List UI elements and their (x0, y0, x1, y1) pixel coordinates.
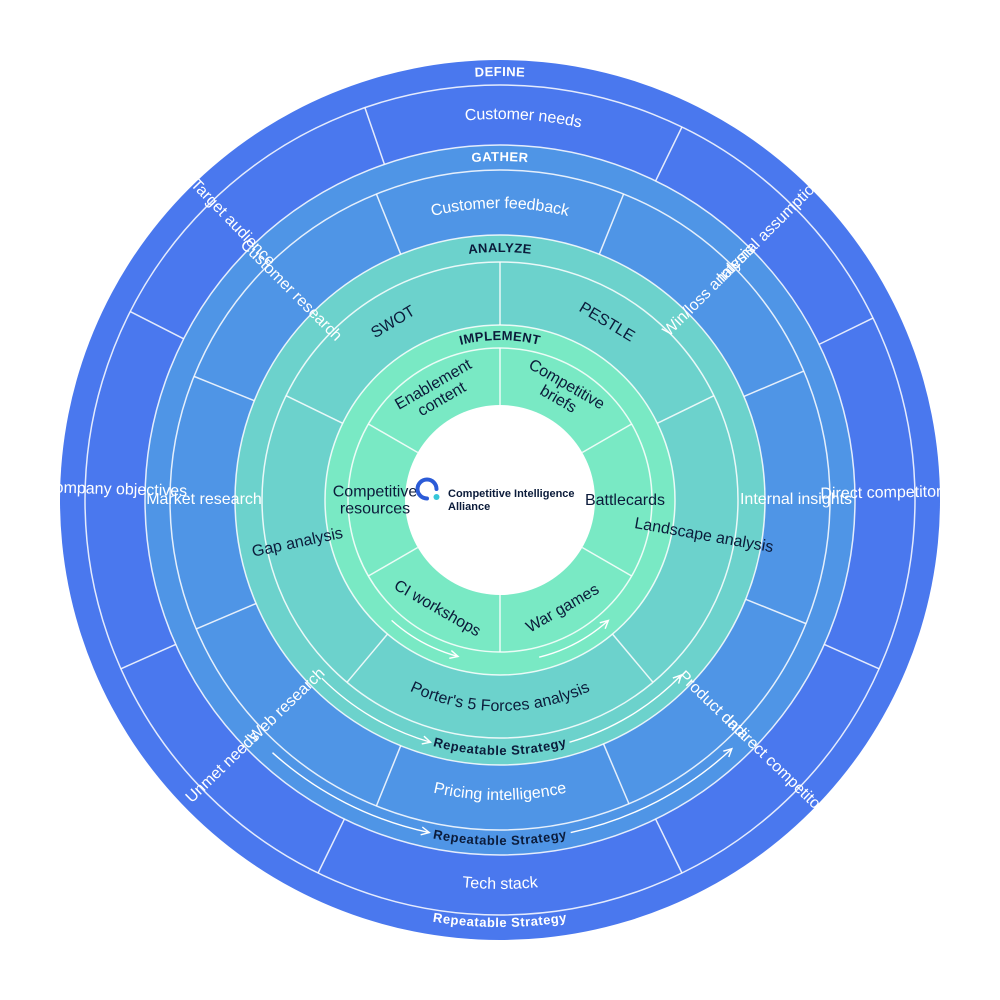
ring-border (144, 144, 856, 856)
logo: Competitive Intelligence Alliance (415, 477, 575, 513)
ring-border (84, 84, 916, 916)
gather-divider (745, 598, 807, 625)
define-divider (654, 126, 683, 182)
define-segment-company-objectives: Company objectives (43, 479, 187, 500)
center-circle (405, 405, 595, 595)
implement-arrow-left-head (449, 650, 460, 659)
implement-divider (581, 423, 633, 454)
implement-arrow-left (391, 619, 459, 658)
logo-text-line1: Competitive Intelligence (448, 488, 575, 500)
rings-layer (60, 60, 940, 940)
gather-divider (195, 602, 257, 630)
analyze-divider (346, 633, 389, 683)
gather-arrow-right-head (723, 747, 734, 758)
gather-arrow-left-head (420, 826, 431, 836)
analyze-divider (656, 394, 715, 424)
analyze-arrow-right-head (672, 673, 683, 684)
implement-arrow-right-head (599, 619, 610, 629)
gather-divider (193, 375, 255, 402)
define-divider (129, 310, 185, 340)
ci-alliance-logo-icon (415, 477, 440, 501)
implement-divider (367, 423, 419, 454)
segment-label-line: Battlecards (585, 492, 665, 509)
gather-segment-market-research: Market research (146, 491, 262, 508)
define-divider (364, 107, 386, 165)
define-divider (824, 643, 880, 670)
analyze-arrow-left (321, 677, 431, 743)
analyze-title: ANALYZE (467, 240, 532, 257)
define-title: DEFINE (474, 64, 525, 80)
gather-divider (375, 745, 402, 807)
gather-divider (598, 193, 625, 255)
implement-divider (581, 546, 633, 577)
gather-divider (375, 193, 402, 255)
ring-border (169, 169, 831, 831)
define-segment-direct-competitors: Direct competitors (820, 483, 949, 502)
gather-footer: Repeatable Strategy (432, 827, 568, 848)
gather-title: GATHER (471, 149, 529, 165)
logo-text-line2: Alliance (448, 501, 490, 513)
implement-divider (367, 546, 419, 577)
analyze-divider (285, 394, 344, 424)
implement-arrow-right (539, 619, 609, 658)
analyze-divider (611, 633, 654, 683)
define-segment-tech-stack: Tech stack (462, 874, 540, 893)
define-footer: Repeatable Strategy (432, 910, 568, 930)
gather-arrow-left (272, 752, 430, 834)
analyze-arrow-right (569, 674, 682, 743)
define-divider (654, 818, 683, 874)
implement-segment-battlecards: Battlecards (585, 492, 665, 509)
ring-border (234, 234, 766, 766)
gather-divider (602, 743, 630, 805)
define-divider (120, 643, 176, 670)
define-divider (317, 818, 346, 874)
define-divider (818, 317, 874, 346)
segment-label-line: Competitive (333, 484, 418, 501)
gather-divider (743, 370, 805, 398)
arrows-layer (272, 619, 734, 836)
implement-title: IMPLEMENT (458, 328, 542, 348)
gather-segment-internal-insights: Internal insights (740, 491, 852, 508)
gather-arrow-right (570, 748, 733, 834)
segment-label-line: resources (340, 501, 410, 518)
analyze-arrow-left-head (421, 735, 433, 745)
